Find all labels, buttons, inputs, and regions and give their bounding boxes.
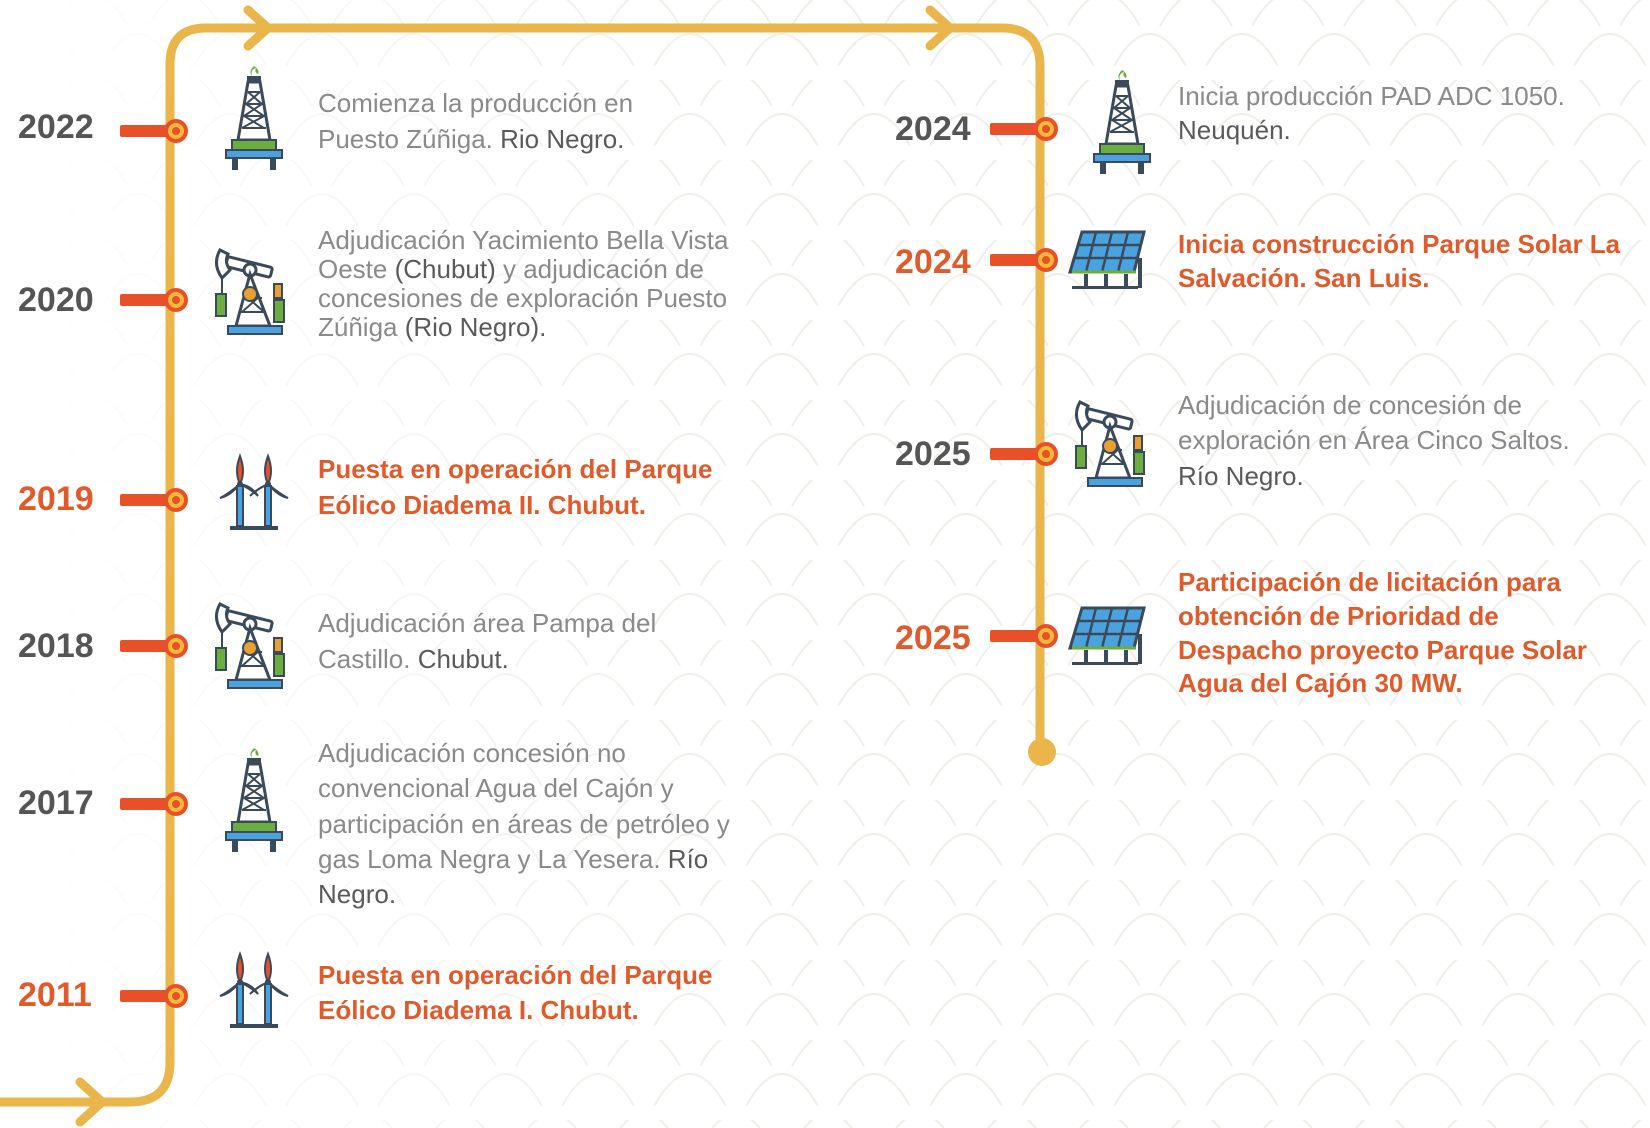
event-text: Inicia producción PAD ADC 1050. <box>1178 81 1565 111</box>
connector-marker <box>120 485 192 515</box>
event-description: Inicia construcción Parque Solar La Salv… <box>1178 229 1621 293</box>
solar-panel-icon <box>1068 228 1148 292</box>
event-description: Participación de licitación para obtenci… <box>1178 567 1587 699</box>
event-location: Río Negro. <box>1178 460 1304 491</box>
event-location-2: (Rio Negro). <box>404 312 547 343</box>
year-label: 2025 <box>895 435 971 473</box>
event-description: Puesta en operación del Parque Eólico Di… <box>318 454 713 520</box>
event-location: Neuquén. <box>1178 114 1291 145</box>
connector-marker <box>990 439 1062 469</box>
connector-marker <box>120 285 192 315</box>
event-description: Puesta en operación del Parque Eólico Di… <box>318 960 713 1025</box>
year-label: 2025 <box>895 619 971 657</box>
pumpjack-icon <box>214 602 294 692</box>
year-label: 2018 <box>18 627 94 665</box>
solar-panel-icon <box>1068 604 1148 668</box>
arrow-top-left <box>243 5 273 51</box>
timeline-end-dot <box>1028 738 1056 766</box>
event-description: Adjudicación área Pampa del Castillo. Ch… <box>318 606 728 678</box>
connector-marker <box>120 789 192 819</box>
connector-marker <box>120 116 192 146</box>
year-label: 2017 <box>18 784 94 822</box>
event-text-continued: y adjudicación de concesiones de explora… <box>318 254 728 343</box>
year-label: 2019 <box>18 480 94 518</box>
event-description: Adjudicación concesión no convencional A… <box>318 736 768 913</box>
oil-derrick-icon <box>224 62 284 172</box>
arrow-bottom-left <box>75 1077 107 1127</box>
year-label: 2020 <box>18 281 94 319</box>
arrow-top-right <box>925 5 955 51</box>
connector-marker <box>990 621 1062 651</box>
event-location: (Chubut) <box>394 254 496 285</box>
event-text: Adjudicación concesión no convencional A… <box>318 738 730 875</box>
event-text: Adjudicación Yacimiento Bella Vista Oest… <box>318 225 729 285</box>
connector-marker <box>990 245 1062 275</box>
timeline-left-line <box>0 23 1045 1107</box>
event-text: Comienza la producción en Puesto Zúñiga. <box>318 88 634 154</box>
event-description: Adjudicación de concesión de exploración… <box>1178 388 1598 494</box>
event-location: Chubut. <box>417 643 509 674</box>
wind-turbine-icon <box>218 452 290 532</box>
connector-marker <box>120 631 192 661</box>
event-location: Rio Negro. <box>500 123 625 154</box>
pumpjack-icon <box>214 248 294 338</box>
event-text: Adjudicación área Pampa del Castillo. <box>318 608 657 674</box>
connector-marker <box>990 114 1062 144</box>
oil-derrick-icon <box>224 744 284 854</box>
year-label: 2024 <box>895 110 971 148</box>
pumpjack-icon <box>1074 400 1154 490</box>
year-label: 2011 <box>18 976 92 1014</box>
event-description: Inicia producción PAD ADC 1050. Neuquén. <box>1178 80 1638 148</box>
oil-derrick-icon <box>1092 66 1152 176</box>
wind-turbine-icon <box>218 950 290 1030</box>
year-label: 2024 <box>895 243 971 281</box>
event-description: Comienza la producción en Puesto Zúñiga.… <box>318 86 718 158</box>
year-label: 2022 <box>18 108 94 146</box>
event-description: Adjudicación Yacimiento Bella Vista Oest… <box>318 225 758 343</box>
connector-marker <box>120 981 192 1011</box>
event-location: Río Negro. <box>318 844 709 910</box>
event-text: Adjudicación de concesión de exploración… <box>1178 390 1570 456</box>
